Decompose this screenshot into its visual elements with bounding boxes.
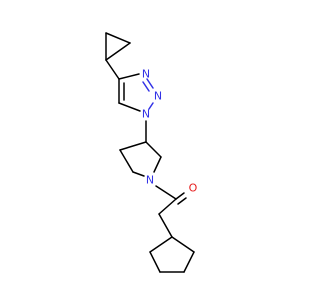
bond bbox=[119, 141, 147, 151]
triazole-ring bbox=[118, 73, 154, 112]
bond bbox=[142, 81, 150, 92]
structure-canvas: N N N N O bbox=[105, 32, 198, 273]
molecule-structure: N N N N O bbox=[105, 32, 198, 273]
bond bbox=[148, 102, 154, 110]
oxygen-atom-label: O bbox=[189, 182, 198, 195]
bond bbox=[155, 185, 177, 200]
bond bbox=[145, 141, 162, 158]
bond bbox=[177, 197, 187, 205]
bond bbox=[105, 59, 120, 80]
bond bbox=[149, 236, 173, 253]
bond bbox=[158, 198, 177, 215]
bond bbox=[118, 73, 140, 80]
nitrogen-atom-label: N bbox=[146, 174, 154, 187]
bond bbox=[149, 251, 161, 273]
pyrrolidine-ring bbox=[119, 141, 162, 177]
bond bbox=[171, 236, 195, 253]
bond bbox=[146, 78, 154, 89]
bond bbox=[118, 102, 141, 112]
bond bbox=[132, 171, 145, 177]
bond bbox=[158, 213, 173, 238]
bond bbox=[105, 32, 131, 44]
bond bbox=[175, 192, 185, 200]
cyclopentyl-ring bbox=[149, 236, 195, 273]
bond bbox=[153, 156, 162, 173]
nitrogen-atom-label: N bbox=[154, 90, 162, 103]
nitrogen-atom-label: N bbox=[142, 68, 150, 81]
bond bbox=[119, 149, 134, 173]
nitrogen-atom-label: N bbox=[142, 108, 150, 121]
cyclopropyl-ring bbox=[105, 32, 131, 61]
bond bbox=[105, 42, 131, 61]
bond bbox=[183, 251, 195, 273]
